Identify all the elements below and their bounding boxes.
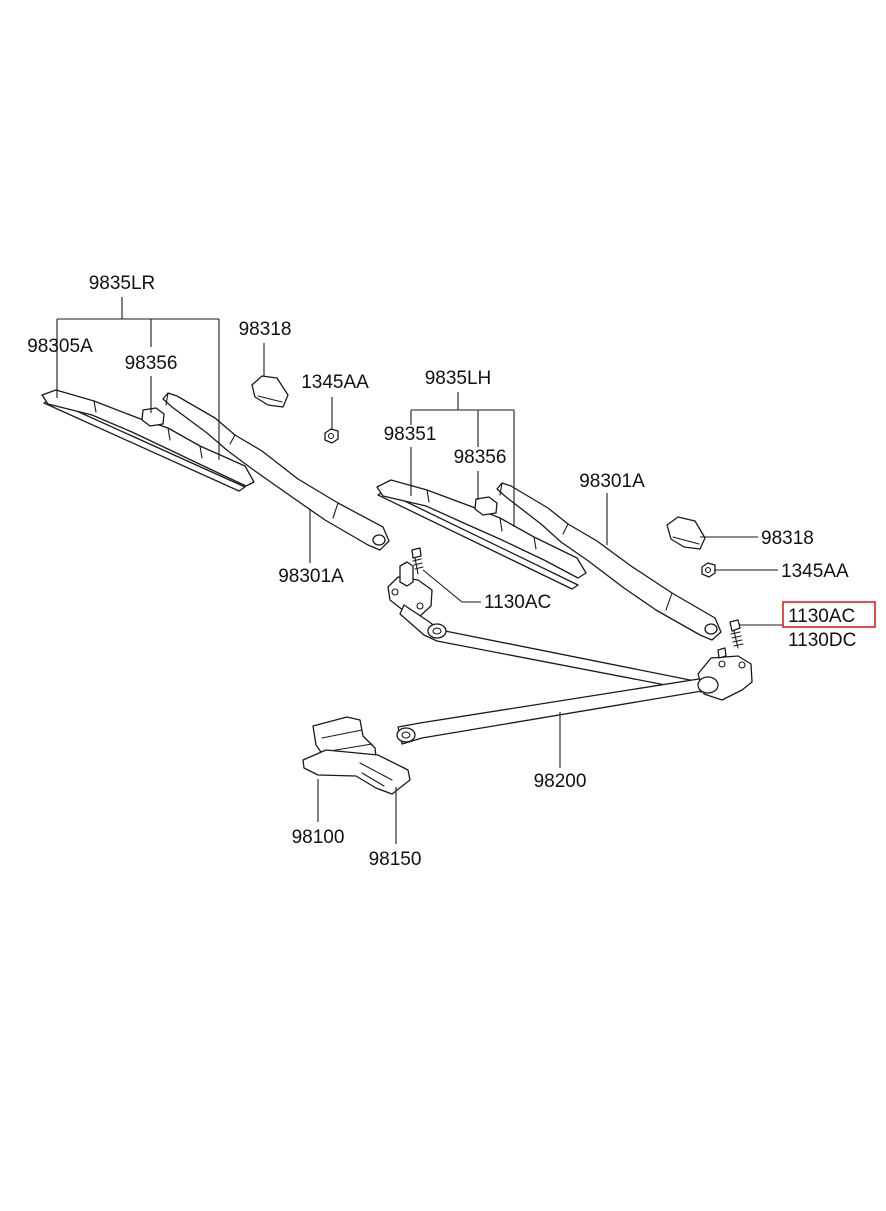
cap-right[interactable] [666,516,706,550]
label-blade-clip-rh[interactable]: 98356 [125,353,178,374]
blade-clip-lh[interactable] [474,496,498,516]
leader-lines [56,297,783,844]
highlight-box [782,601,876,628]
label-wiper-blade-rh-assy[interactable]: 9835LR [89,273,156,294]
label-blade-refill-rh[interactable]: 98305A [27,336,93,357]
wiper-motor[interactable] [302,749,411,795]
wiper-blade-rh[interactable] [41,389,255,492]
label-bolt-left[interactable]: 1130AC [484,592,551,613]
label-cap-right[interactable]: 98318 [761,528,814,549]
wiper-linkage[interactable] [387,547,753,745]
label-cap-left[interactable]: 98318 [239,319,292,340]
label-motor-cover[interactable]: 98150 [369,849,422,870]
label-wiper-arm-left[interactable]: 98301A [278,566,344,587]
label-bolt-right[interactable]: 1130AC [788,606,855,627]
label-nut-right[interactable]: 1345AA [781,561,849,582]
label-nut-left[interactable]: 1345AA [301,372,369,393]
label-blade-refill-lh[interactable]: 98351 [384,424,437,445]
label-wiper-arm-right[interactable]: 98301A [579,471,645,492]
label-bolt-right-alt[interactable]: 1130DC [788,630,856,651]
label-wiper-blade-lh-assy[interactable]: 9835LH [425,368,492,389]
label-motor[interactable]: 98100 [292,827,345,848]
nut-right[interactable] [701,562,716,578]
blade-clip-rh[interactable] [141,407,165,427]
label-linkage[interactable]: 98200 [534,771,587,792]
label-blade-clip-lh[interactable]: 98356 [454,447,507,468]
cap-left[interactable] [251,375,289,408]
nut-left[interactable] [324,428,339,444]
bolt-right[interactable] [729,619,744,649]
wiper-blade-lh[interactable] [376,479,587,590]
wiper-arm-right[interactable] [496,482,722,641]
